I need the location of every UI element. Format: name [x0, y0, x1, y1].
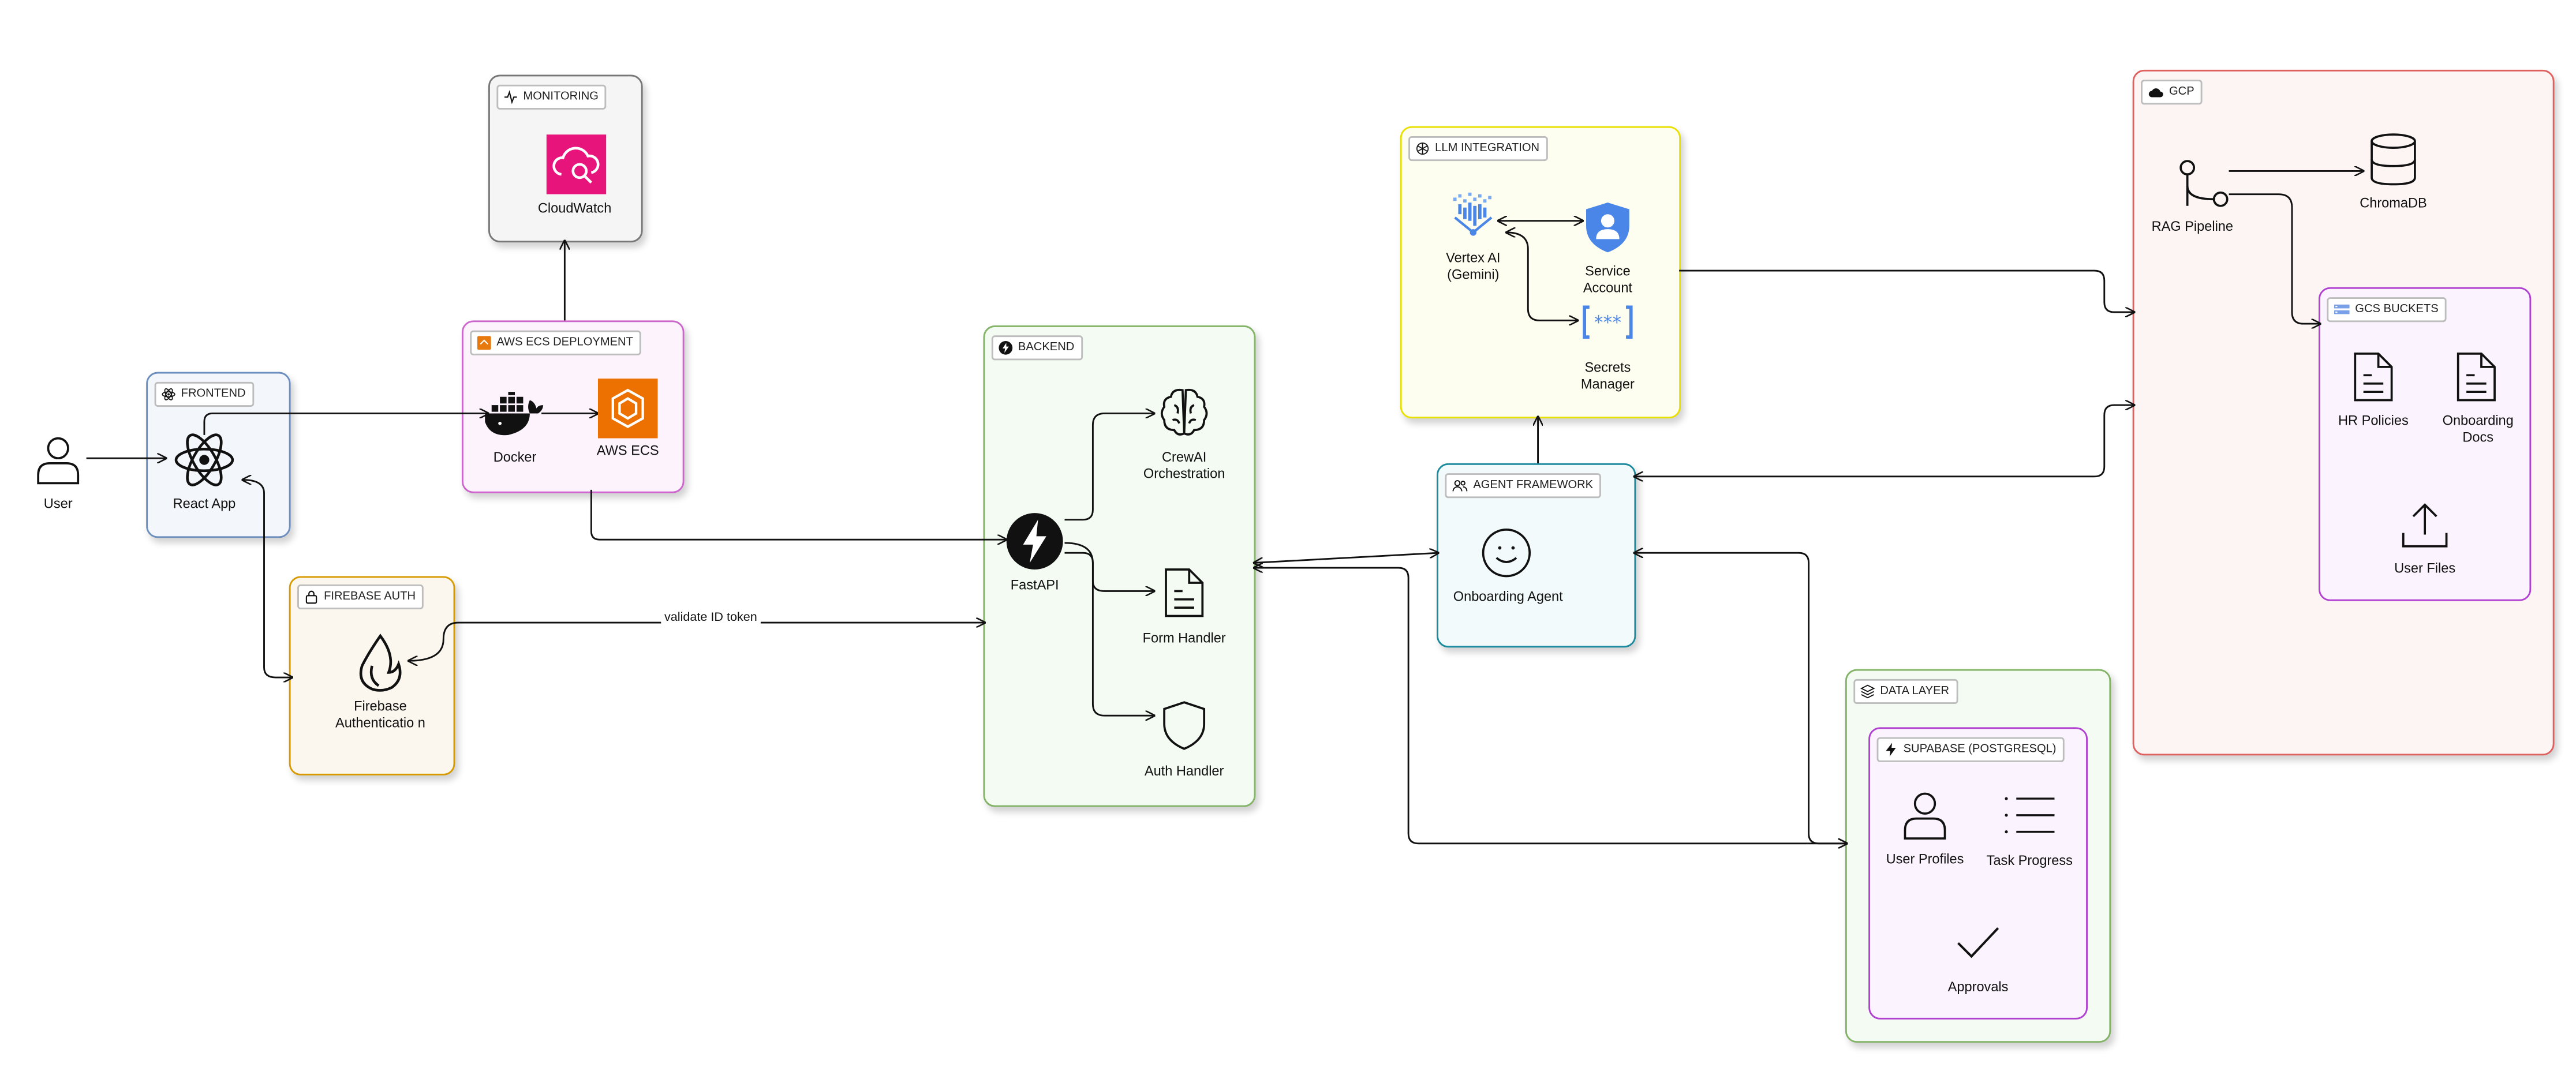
gcp-badge: GCP: [2141, 80, 2203, 105]
fastapi-icon[interactable]: [1005, 511, 1065, 571]
data-layer-badge: DATA LAYER: [1853, 679, 1958, 705]
edge-backend-agent: [1254, 553, 1438, 563]
shield-icon[interactable]: [1161, 699, 1207, 752]
cloudwatch-icon[interactable]: [546, 134, 607, 194]
edge-fastapi-auth: [1064, 542, 1154, 715]
lock-icon: [305, 590, 317, 604]
form-handler-label: Form Handler: [1142, 631, 1226, 646]
vertex-ai-icon[interactable]: [1448, 188, 1498, 237]
edge-agent-data: [1634, 553, 1846, 844]
openai-icon: [1416, 142, 1429, 155]
secrets-manager-label: Secrets Manager: [1580, 360, 1635, 392]
monitoring-badge: MONITORING: [496, 84, 607, 110]
service-account-label: Service Account: [1583, 264, 1632, 296]
aws-icon: [477, 336, 491, 350]
docker-icon[interactable]: [481, 392, 544, 439]
task-progress-label: Task Progress: [1986, 853, 2073, 868]
cloudwatch-label: CloudWatch: [537, 201, 612, 216]
firebase-auth-label: Firebase Authenticatio n: [335, 699, 425, 731]
edge-agent-gcp: [1634, 405, 2134, 477]
edge-vertex-secrets: [1506, 233, 1578, 321]
list-icon[interactable]: [2003, 793, 2056, 837]
onboarding-docs-document-icon[interactable]: [2455, 350, 2498, 403]
edge-firebase-fastapi: [409, 623, 985, 661]
document-icon[interactable]: [1162, 566, 1206, 619]
aws-ecs-icon[interactable]: [597, 379, 658, 439]
fastapi-label: FastAPI: [1010, 578, 1059, 593]
brain-icon[interactable]: [1158, 385, 1211, 439]
gcs-buckets-group[interactable]: [2318, 287, 2532, 601]
supabase-badge: SUPABASE (POSTGRESQL): [1876, 737, 2065, 762]
docker-label: Docker: [493, 449, 537, 465]
react-app-icon[interactable]: [173, 432, 235, 488]
firebase-flame-icon[interactable]: [352, 632, 409, 692]
onboarding-agent-label: Onboarding Agent: [1453, 589, 1563, 605]
llm-integration-badge: LLM INTEGRATION: [1408, 136, 1548, 162]
supabase-group[interactable]: [1868, 727, 2088, 1020]
react-app-label: React App: [173, 496, 236, 512]
cloud-icon: [2148, 88, 2163, 98]
edge-docker-fastapi: [590, 489, 1006, 540]
vertex-ai-label: Vertex AI (Gemini): [1446, 250, 1501, 283]
service-account-icon[interactable]: [1584, 201, 1631, 254]
edge-label-validate-token: validate ID token: [661, 609, 761, 624]
user-profiles-label: User Profiles: [1886, 852, 1964, 867]
bolt-icon: [1886, 743, 1896, 757]
react-icon: [162, 388, 175, 400]
smiley-icon[interactable]: [1480, 526, 1533, 579]
upload-icon[interactable]: [2400, 500, 2450, 549]
crewai-label: CrewAI Orchestration: [1143, 449, 1225, 482]
storage-icon: [2334, 304, 2350, 314]
rag-pipeline-label: RAG Pipeline: [2151, 219, 2234, 234]
frontend-badge: FRONTEND: [154, 381, 254, 407]
user-icon[interactable]: [36, 435, 80, 485]
edge-backend-data: [1254, 568, 1847, 844]
checkmark-icon[interactable]: [1955, 925, 2002, 961]
user-profile-icon[interactable]: [1904, 790, 1947, 840]
gcs-buckets-badge: GCS BUCKETS: [2327, 297, 2447, 323]
edge-fastapi-crewai: [1064, 413, 1154, 521]
users-icon: [1452, 480, 1468, 492]
onboarding-docs-label: Onboarding Docs: [2442, 413, 2514, 445]
bolt-circle-icon: [999, 340, 1013, 355]
approvals-label: Approvals: [1947, 979, 2009, 995]
layers-icon: [1860, 684, 1875, 699]
user-label: User: [43, 496, 73, 512]
edge-react-docker: [203, 413, 488, 435]
database-icon[interactable]: [2368, 133, 2418, 186]
user-files-label: User Files: [2394, 561, 2456, 576]
backend-badge: BACKEND: [991, 335, 1083, 361]
firebase-auth-badge: FIREBASE AUTH: [297, 584, 424, 610]
activity-icon: [504, 90, 517, 104]
agent-framework-badge: AGENT FRAMEWORK: [1445, 473, 1602, 499]
auth-handler-label: Auth Handler: [1144, 763, 1224, 779]
edge-llm-gcp: [1679, 269, 2134, 312]
chromadb-label: ChromaDB: [2360, 196, 2427, 211]
secrets-manager-icon[interactable]: ***: [1581, 304, 1634, 340]
aws-ecs-label: AWS ECS: [596, 443, 659, 459]
hr-policies-document-icon[interactable]: [2352, 350, 2395, 403]
edge-rag-gcs: [2229, 193, 2320, 324]
edge-react-firebase: [242, 480, 292, 677]
git-branch-icon[interactable]: [2176, 156, 2229, 209]
svg-text:***: ***: [1594, 313, 1621, 334]
aws-ecs-deployment-badge: AWS ECS DEPLOYMENT: [470, 330, 642, 355]
hr-policies-label: HR Policies: [2338, 413, 2409, 429]
